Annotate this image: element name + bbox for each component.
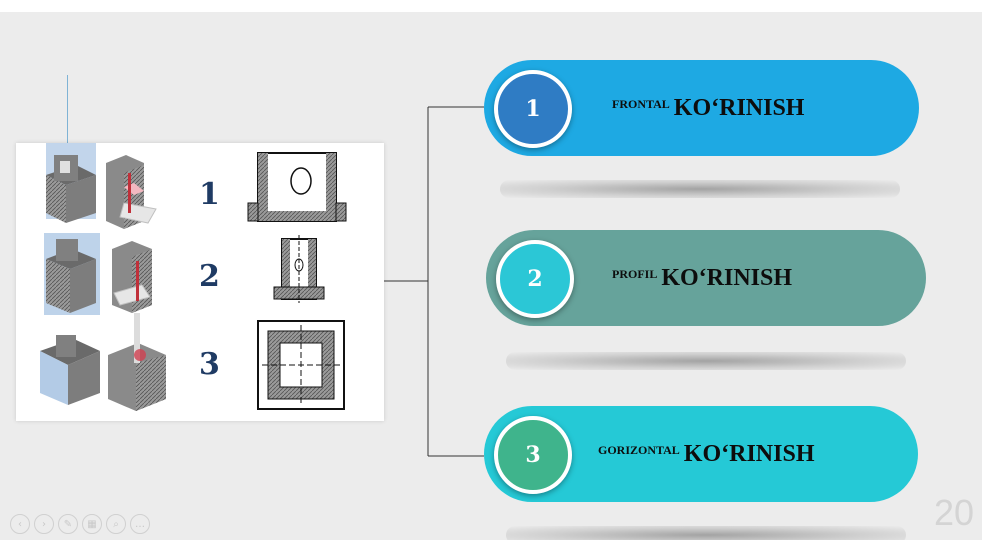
number-badge: 2: [496, 240, 574, 318]
view-title: KO‘RINISH: [673, 94, 805, 121]
grid-icon[interactable]: ▦: [82, 514, 102, 534]
pill-shadow: [500, 180, 900, 198]
iso-cut-3: [108, 313, 166, 411]
pill-shadow: [506, 526, 906, 540]
view-pill-frontal[interactable]: 1 FRONTAL KO‘RINISH: [484, 60, 919, 156]
view-label: PROFIL KO‘RINISH: [612, 230, 792, 326]
iso-block-1: [46, 143, 96, 223]
prev-icon[interactable]: ‹: [10, 514, 30, 534]
iso-cut-1: [106, 155, 157, 229]
guide-line: [67, 75, 68, 155]
number-badge: 3: [494, 416, 572, 494]
ortho-view-side: [273, 235, 325, 303]
pen-icon[interactable]: ✎: [58, 514, 78, 534]
view-prefix: FRONTAL: [612, 96, 670, 111]
page-number: 20: [933, 492, 974, 533]
iso-block-3: [40, 335, 100, 405]
drawing-illustration: [40, 143, 347, 411]
slideshow-toolbar: ‹ › ✎ ▦ ⌕ …: [10, 514, 150, 534]
ortho-view-front: [247, 152, 347, 222]
row-number-1: 1: [199, 177, 220, 212]
view-prefix: GORIZONTAL: [598, 442, 680, 457]
iso-cut-2: [112, 241, 152, 313]
view-pill-profil[interactable]: 2 PROFIL KO‘RINISH: [486, 230, 926, 326]
pill-shadow: [506, 352, 906, 370]
view-label: FRONTAL KO‘RINISH: [612, 60, 804, 156]
more-icon[interactable]: …: [130, 514, 150, 534]
view-prefix: PROFIL: [612, 266, 658, 281]
view-pill-gorizontal[interactable]: 3 GORIZONTAL KO‘RINISH: [484, 406, 918, 502]
figure-panel: 1 2 3: [16, 143, 384, 421]
row-number-3: 3: [199, 347, 220, 382]
iso-block-2: [44, 233, 100, 315]
next-icon[interactable]: ›: [34, 514, 54, 534]
view-title: KO‘RINISH: [683, 440, 815, 467]
ortho-view-top: [257, 320, 345, 410]
zoom-icon[interactable]: ⌕: [106, 514, 126, 534]
number-badge: 1: [494, 70, 572, 148]
view-label: GORIZONTAL KO‘RINISH: [598, 406, 814, 502]
row-number-2: 2: [199, 259, 220, 294]
top-band: [0, 0, 982, 12]
view-title: KO‘RINISH: [661, 264, 793, 291]
